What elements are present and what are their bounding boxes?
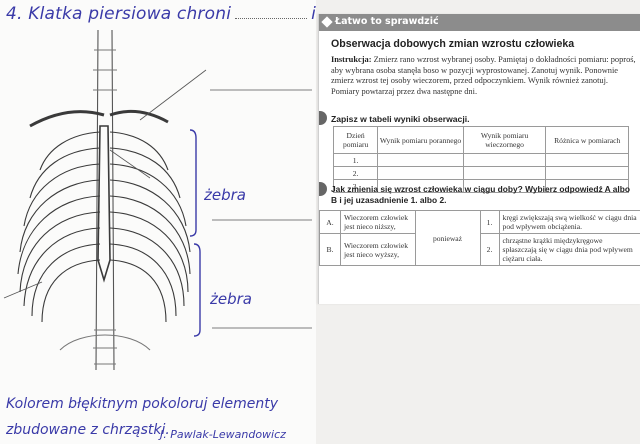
header-day: Dzień pomiaru <box>332 126 379 154</box>
instruction-paragraph: Instrukcja: Zmierz rano wzrost wybranej … <box>331 55 637 97</box>
question-separator: i <box>311 4 317 24</box>
instruction-label: Instrukcja: <box>331 55 372 64</box>
answer-table: A. Wieczorem człowiek jest nieco niższy,… <box>319 210 640 266</box>
option-a-letter[interactable]: A. <box>319 210 341 234</box>
evening-cell[interactable] <box>462 166 547 180</box>
workbook-card: Łatwo to sprawdzić Obserwacja dobowych z… <box>318 14 640 304</box>
morning-cell[interactable] <box>377 166 464 180</box>
option-a-text[interactable]: Wieczorem człowiek jest nieco niższy, <box>340 210 416 234</box>
footer-instruction-line-1: Kolorem błękitnym pokoloruj elementy <box>6 396 278 412</box>
table-header-row: Dzień pomiaru Wynik pomiaru porannego Wy… <box>332 126 629 154</box>
header-morning: Wynik pomiaru porannego <box>377 126 464 154</box>
reason-1-number[interactable]: 1. <box>479 210 500 234</box>
task-marker-1 <box>319 111 327 125</box>
option-b-letter[interactable]: B. <box>319 233 341 266</box>
card-banner: Łatwo to sprawdzić <box>319 14 640 31</box>
card-title: Obserwacja dobowych zmian wzrostu człowi… <box>331 38 575 50</box>
reason-2-number[interactable]: 2. <box>479 233 500 266</box>
header-evening: Wynik pomiaru wieczornego <box>462 126 547 154</box>
answer-row-a: A. Wieczorem człowiek jest nieco niższy,… <box>319 210 640 266</box>
difference-cell[interactable] <box>545 166 629 180</box>
evening-cell[interactable] <box>462 153 547 167</box>
question-label: 4. Klatka piersiowa chroni <box>6 4 232 24</box>
answer-blank-1[interactable] <box>235 18 308 19</box>
row-day-label: 3. <box>332 179 379 193</box>
author-signature: J. Pawlak-Lewandowicz <box>160 428 286 441</box>
row-day-label: 1. <box>332 153 379 167</box>
row-day-label: 2. <box>332 166 379 180</box>
task-1-prompt: Zapisz w tabeli wyniki obserwacji. <box>331 114 470 124</box>
banner-label: Łatwo to sprawdzić <box>335 16 439 27</box>
morning-cell[interactable] <box>377 153 464 167</box>
observation-table: Dzień pomiaru Wynik pomiaru porannego Wy… <box>332 126 629 193</box>
reason-2-text[interactable]: chrząstne krążki międzykręgowe spłaszcza… <box>498 233 640 266</box>
difference-cell[interactable] <box>545 153 629 167</box>
task-marker-2 <box>319 182 327 196</box>
answer-row-b: B. Wieczorem człowiek jest nieco wyższy,… <box>319 233 640 266</box>
option-b-text[interactable]: Wieczorem człowiek jest nieco wyższy, <box>340 233 416 266</box>
table-row: 3. <box>332 179 629 193</box>
reason-1-text[interactable]: kręgi zwiększają swą wielkość w ciągu dn… <box>498 210 640 234</box>
difference-cell[interactable] <box>545 179 629 193</box>
task-2-prompt: Jak zmienia się wzrost człowieka w ciągu… <box>331 184 630 205</box>
ribcage-illustration <box>3 30 312 370</box>
worksheet-page: 4. Klatka piersiowa chroni i <box>0 0 393 444</box>
connector-text: ponieważ <box>414 210 481 266</box>
table-row: 2. <box>332 166 629 180</box>
table-row: 1. <box>332 153 629 167</box>
diamond-icon <box>321 16 333 28</box>
footer-instruction-line-2: zbudowane z chrząstki. <box>6 422 170 438</box>
rib-label-lower: żebra <box>210 290 252 308</box>
header-difference: Różnica w pomiarach <box>545 126 629 154</box>
instruction-text: Zmierz rano wzrost wybranej osoby. Pamię… <box>331 55 636 96</box>
rib-label-upper: żebra <box>204 186 246 204</box>
